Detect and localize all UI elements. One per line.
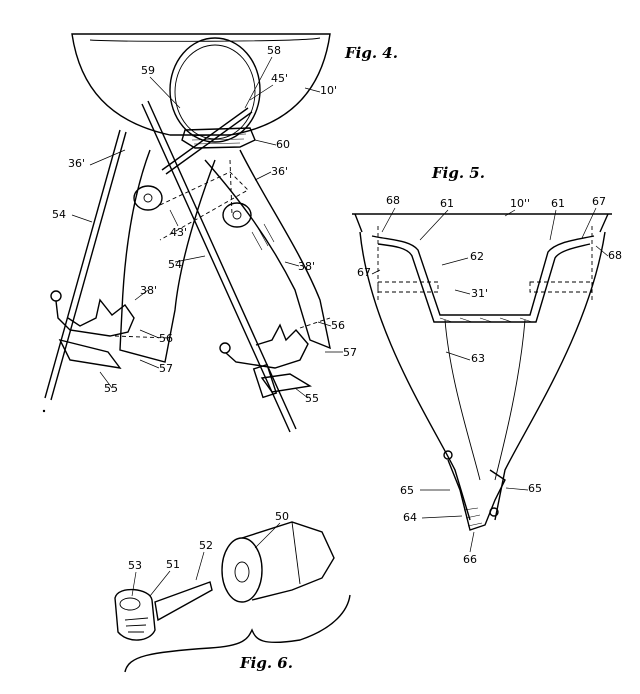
figure-5: 68 61 10'' 61 67 68 67 62 31' 63 65 65 6…: [352, 164, 622, 566]
hand-piece-51: [114, 588, 156, 641]
label: 50: [275, 510, 289, 523]
ring-58: [169, 37, 261, 143]
label: 61: [440, 197, 454, 210]
fig6-brace: [124, 594, 351, 673]
liner-61: [371, 235, 595, 316]
left-rod: [44, 129, 121, 399]
label: 64: [403, 511, 417, 524]
left-foot-bracket: [50, 290, 171, 369]
figure-6-caption: Fig. 6.: [239, 654, 293, 672]
right-foot-bracket: [219, 317, 331, 399]
label: 66: [463, 553, 477, 566]
figure-4-caption: Fig. 4.: [344, 44, 398, 62]
label: 54: [168, 258, 182, 271]
label: 54: [52, 208, 66, 221]
label: 68: [386, 194, 400, 207]
right-pivot-disc: [222, 202, 252, 228]
label: 36': [271, 165, 288, 178]
label: 53: [128, 559, 142, 572]
label: 56: [159, 332, 173, 345]
label: 59: [141, 64, 155, 77]
bowl-body: [71, 33, 331, 136]
diagonal-rod: [141, 103, 291, 433]
socket-piece-50: [221, 521, 335, 603]
clamp-plate: [181, 127, 256, 149]
label: 55: [305, 392, 319, 405]
label: 61: [551, 197, 565, 210]
funnel-bag: [359, 231, 606, 521]
label: 10'': [510, 197, 530, 210]
label: 67: [357, 266, 371, 279]
label: 36': [68, 157, 85, 170]
label: 55: [104, 382, 118, 395]
label: 38': [140, 284, 157, 297]
label: 38': [298, 260, 315, 273]
figure-4: 58 59 45' 10' 60 36' 36' 43' 54 54 38' 3…: [44, 33, 398, 433]
label: 10': [320, 84, 337, 97]
label: 63: [471, 352, 485, 365]
label: 65: [528, 482, 542, 495]
figure-6: 50 52 53 51 Fig. 6.: [114, 510, 351, 673]
label: 45': [271, 72, 288, 85]
label: 51: [166, 558, 180, 571]
right-leg: [204, 149, 331, 350]
left-leg: [119, 149, 216, 363]
label: 56: [331, 319, 345, 332]
label: 57: [343, 346, 357, 359]
label: 57: [159, 362, 173, 375]
label: 58: [267, 44, 281, 57]
label: 60: [276, 138, 290, 151]
cone-52: [154, 581, 213, 622]
label: 62: [470, 250, 484, 263]
label: 67: [592, 195, 606, 208]
label: 68: [608, 249, 622, 262]
label: 65: [400, 484, 414, 497]
label: 52: [199, 539, 213, 552]
label: 31': [471, 287, 488, 300]
label: 43': [170, 226, 187, 239]
left-pivot-disc: [133, 185, 163, 211]
figure-5-caption: Fig. 5.: [431, 164, 485, 182]
bottom-clamp: [443, 450, 506, 531]
speck: [42, 409, 46, 413]
